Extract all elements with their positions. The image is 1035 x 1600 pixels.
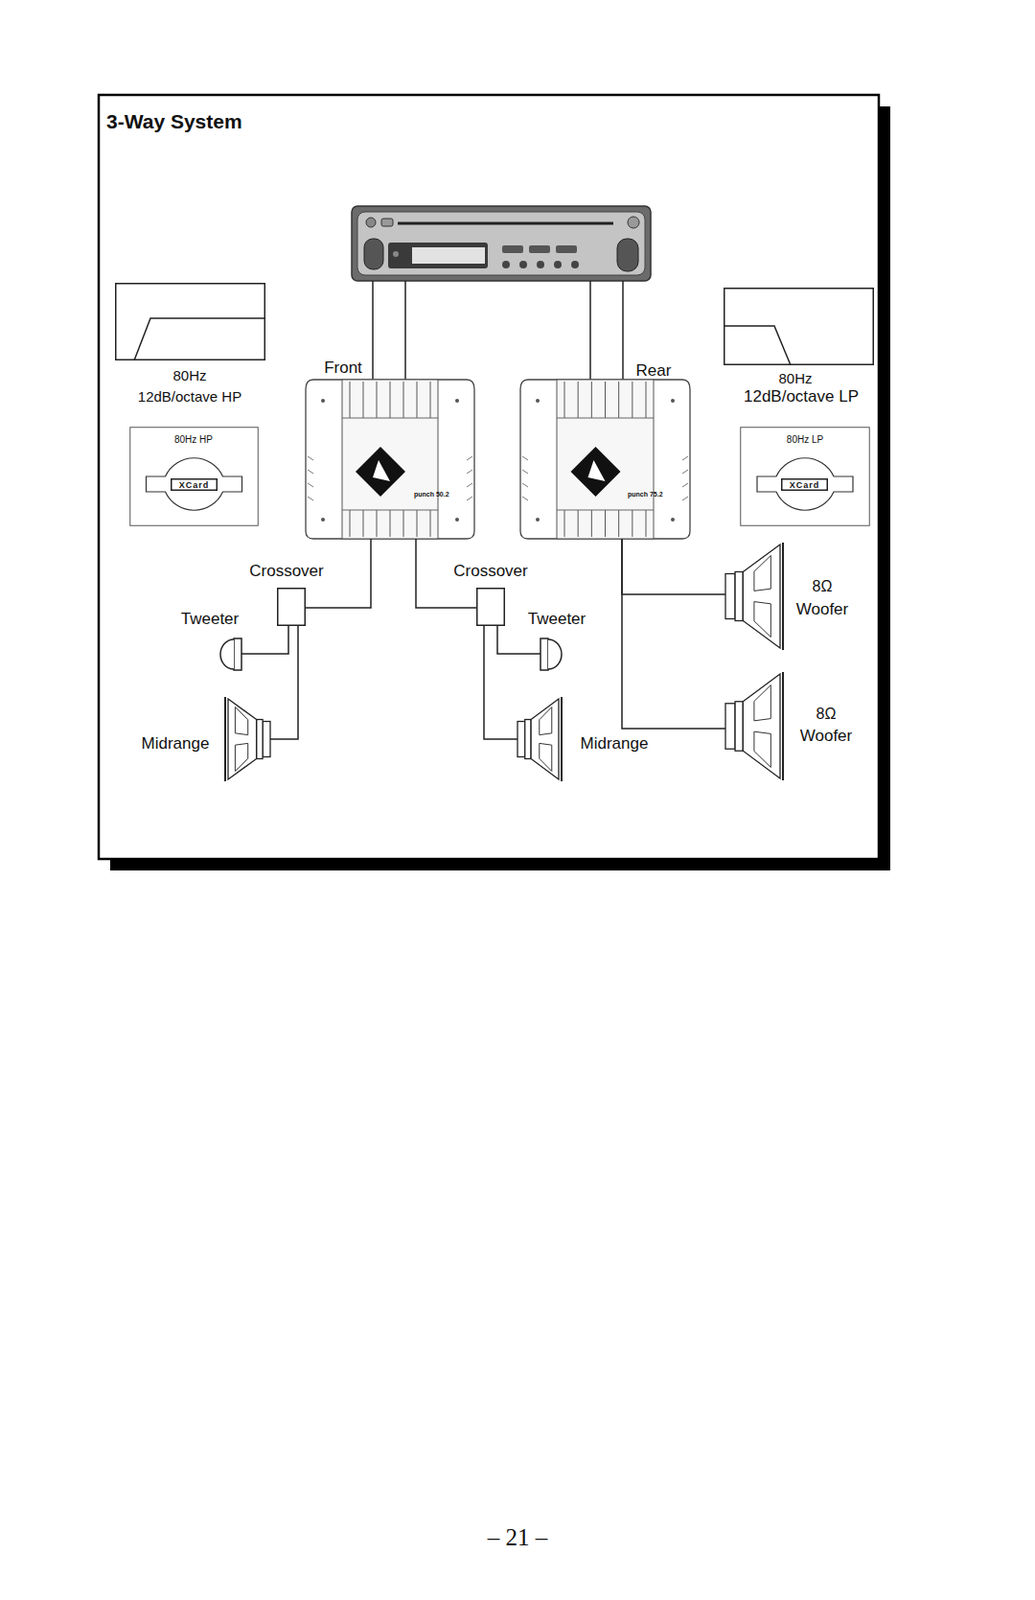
amplifier: Rear <box>520 379 690 539</box>
shape-outline <box>115 283 266 361</box>
midrange-speaker: Midrange <box>517 696 563 782</box>
shape-outline <box>725 542 783 650</box>
shape-outline <box>725 671 783 781</box>
model-label: punch 50.2 <box>414 490 450 499</box>
shape-outline <box>740 427 871 527</box>
model-label: punch 75.2 <box>627 490 664 499</box>
speaker-wire <box>270 625 299 739</box>
shape-outline <box>277 588 306 626</box>
node-label: Midrange <box>580 734 649 754</box>
node-label: Crossover <box>453 561 528 581</box>
filter-graph: 80Hz12dB/octave LP <box>723 287 874 366</box>
node-label: 80Hz HP <box>174 434 213 446</box>
node-outline <box>725 671 784 781</box>
node-label: Woofer <box>796 599 850 620</box>
amplifier: Front <box>305 379 475 539</box>
diagram-title: 3-Way System <box>106 110 243 134</box>
node-label: 12dB/octave HP <box>138 388 242 405</box>
node-label: Rear <box>636 361 672 381</box>
node-outline <box>115 282 266 361</box>
head-unit <box>351 206 651 281</box>
speaker-wire <box>621 538 726 595</box>
shape-outline <box>782 479 828 491</box>
crossover-box: Crossover <box>276 587 306 626</box>
node-label: 80Hz LP <box>786 434 824 446</box>
node-outline <box>723 287 874 366</box>
node-label: Midrange <box>141 734 210 754</box>
woofer: 8ΩWoofer <box>725 671 784 781</box>
xcard-panel: 80Hz LP XCard <box>739 426 871 527</box>
node-label: 12dB/octave LP <box>743 387 859 407</box>
node-outline <box>725 542 784 650</box>
filter-graph: 80Hz12dB/octave HP <box>115 282 266 361</box>
xcard: XCard <box>781 478 828 491</box>
shape-outline <box>130 427 259 527</box>
node-label: XCard <box>179 479 210 489</box>
shape-outline <box>540 638 562 670</box>
tweeter: Tweeter <box>220 636 242 672</box>
node-outline <box>540 636 562 672</box>
node-label: 8Ω <box>816 705 837 723</box>
shape-outline <box>220 638 242 670</box>
node-label: 80Hz <box>172 367 207 384</box>
amplifier <box>305 379 475 539</box>
shape-outline <box>517 696 562 782</box>
frame <box>98 94 879 859</box>
midrange-speaker: Midrange <box>224 696 271 782</box>
shape-outline <box>723 288 874 366</box>
node-label: Tweeter <box>528 609 586 629</box>
speaker-wire <box>241 625 289 654</box>
shape-outline <box>171 479 218 491</box>
xcard: XCard <box>170 478 218 491</box>
node-label: 80Hz <box>778 369 812 387</box>
node-label: Crossover <box>249 561 323 581</box>
shape-outline <box>225 696 271 782</box>
woofer: 8ΩWoofer <box>725 542 784 650</box>
page-number: – 21 – <box>487 1523 549 1552</box>
node-label: Front <box>323 358 363 378</box>
tweeter: Tweeter <box>540 636 562 672</box>
node-outline <box>517 696 563 782</box>
speaker-wire <box>621 538 726 729</box>
node-label: XCard <box>789 479 821 489</box>
speaker-wire <box>497 625 541 654</box>
node-label: Tweeter <box>181 609 239 629</box>
node-outline <box>224 696 271 782</box>
node-label: Woofer <box>800 726 853 746</box>
speaker-wire <box>483 625 518 739</box>
shape-outline <box>477 588 506 626</box>
node-outline <box>276 587 306 626</box>
xcard-panel: 80Hz HP XCard <box>129 426 259 527</box>
crossover-box: Crossover <box>476 587 506 626</box>
node-outline <box>220 636 242 672</box>
rca-wire <box>372 280 623 380</box>
node-label: 8Ω <box>812 577 833 596</box>
node-outline <box>476 587 506 626</box>
amplifier <box>520 379 690 539</box>
